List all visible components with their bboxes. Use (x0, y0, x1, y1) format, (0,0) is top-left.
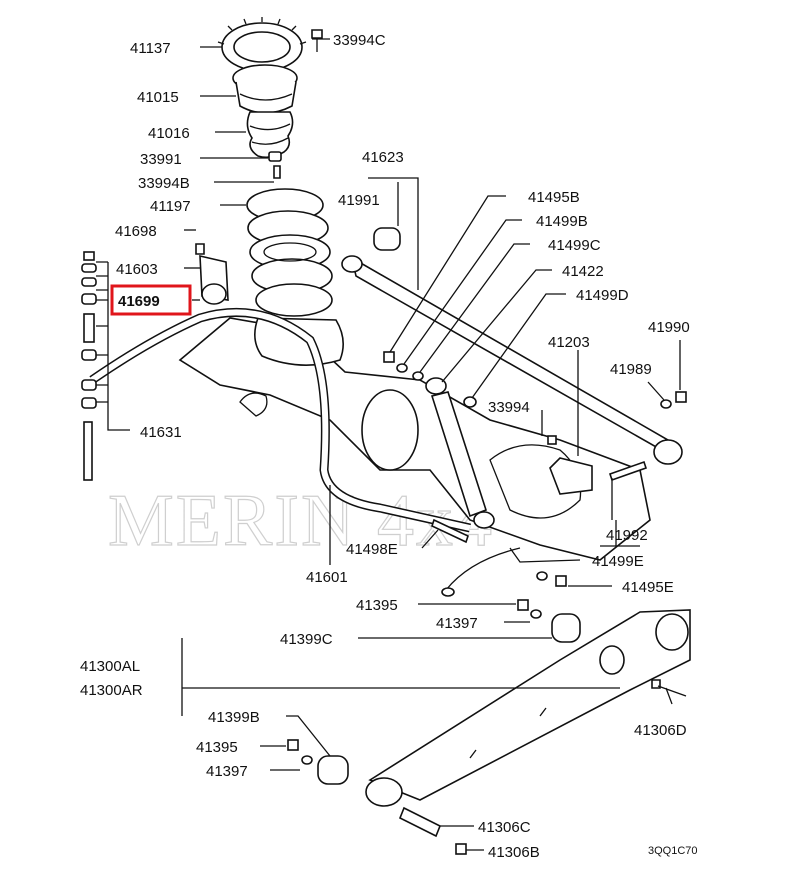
bracket (549, 457, 593, 495)
bolt-33994c (311, 29, 323, 52)
label-41300al: 41300AL (80, 658, 140, 675)
label-41699[interactable]: 41699 (118, 293, 160, 310)
shock-absorber-41203 (425, 377, 495, 529)
label-41989: 41989 (610, 361, 652, 378)
label-41495b: 41495B (528, 189, 580, 206)
lower-arm-41300 (365, 609, 691, 807)
bolt-41306b (455, 843, 467, 855)
lateral-rod-41422 (341, 255, 683, 465)
highlight-box-41699 (110, 284, 192, 316)
stabilizer-bushing (195, 243, 229, 305)
label-33994b: 33994B (138, 175, 190, 192)
label-41306b: 41306B (488, 844, 540, 861)
label-41300ar: 41300AR (80, 682, 143, 699)
diagram-code: 3QQ1C70 (648, 845, 698, 857)
bolt-41306c (398, 806, 442, 838)
label-41395-b: 41395 (196, 739, 238, 756)
label-41499e: 41499E (592, 553, 644, 570)
stabilizer-bar-41601 (89, 307, 471, 533)
label-41397-a: 41397 (436, 615, 478, 632)
label-41399c: 41399C (280, 631, 333, 648)
label-41601: 41601 (306, 569, 348, 586)
label-41499d: 41499D (576, 287, 629, 304)
label-33994: 33994 (488, 399, 530, 416)
label-41015: 41015 (137, 89, 179, 106)
label-41306c: 41306C (478, 819, 531, 836)
label-41992: 41992 (606, 527, 648, 544)
label-41623: 41623 (362, 149, 404, 166)
label-41499b: 41499B (536, 213, 588, 230)
label-41991: 41991 (338, 192, 380, 209)
label-41990: 41990 (648, 319, 690, 336)
label-41016: 41016 (148, 125, 190, 142)
small-hardware (287, 351, 687, 765)
label-41495e: 41495E (622, 579, 674, 596)
label-33991: 33991 (140, 151, 182, 168)
label-33994c: 33994C (333, 32, 386, 49)
part-labels: 41137 33994C 41015 41016 33991 33994B 41… (80, 32, 698, 861)
leader-lines (96, 38, 681, 851)
label-41499c: 41499C (548, 237, 601, 254)
label-41498e: 41498E (346, 541, 398, 558)
bushing-41991 (373, 227, 401, 251)
label-41197: 41197 (150, 198, 191, 215)
spring-insulator-41015 (232, 64, 298, 114)
nut-33991 (268, 151, 282, 162)
bolt-41306d (651, 679, 687, 697)
label-41137: 41137 (130, 40, 171, 57)
label-41698: 41698 (115, 223, 157, 240)
label-41631: 41631 (140, 424, 182, 441)
bushing-41399b (317, 755, 349, 785)
label-41306d: 41306D (634, 722, 687, 739)
link-stack-41631 (81, 251, 97, 481)
label-41603: 41603 (116, 261, 158, 278)
spring-seat-41137 (217, 17, 307, 72)
label-41422: 41422 (562, 263, 604, 280)
label-41395-a: 41395 (356, 597, 398, 614)
bump-stop-41016 (246, 111, 294, 159)
bolt-33994b (273, 165, 281, 179)
label-41397-b: 41397 (206, 763, 248, 780)
coil-spring-41197 (246, 188, 333, 317)
label-41399b: 41399B (208, 709, 260, 726)
bushing-41399c (551, 613, 581, 643)
label-41203: 41203 (548, 334, 590, 351)
